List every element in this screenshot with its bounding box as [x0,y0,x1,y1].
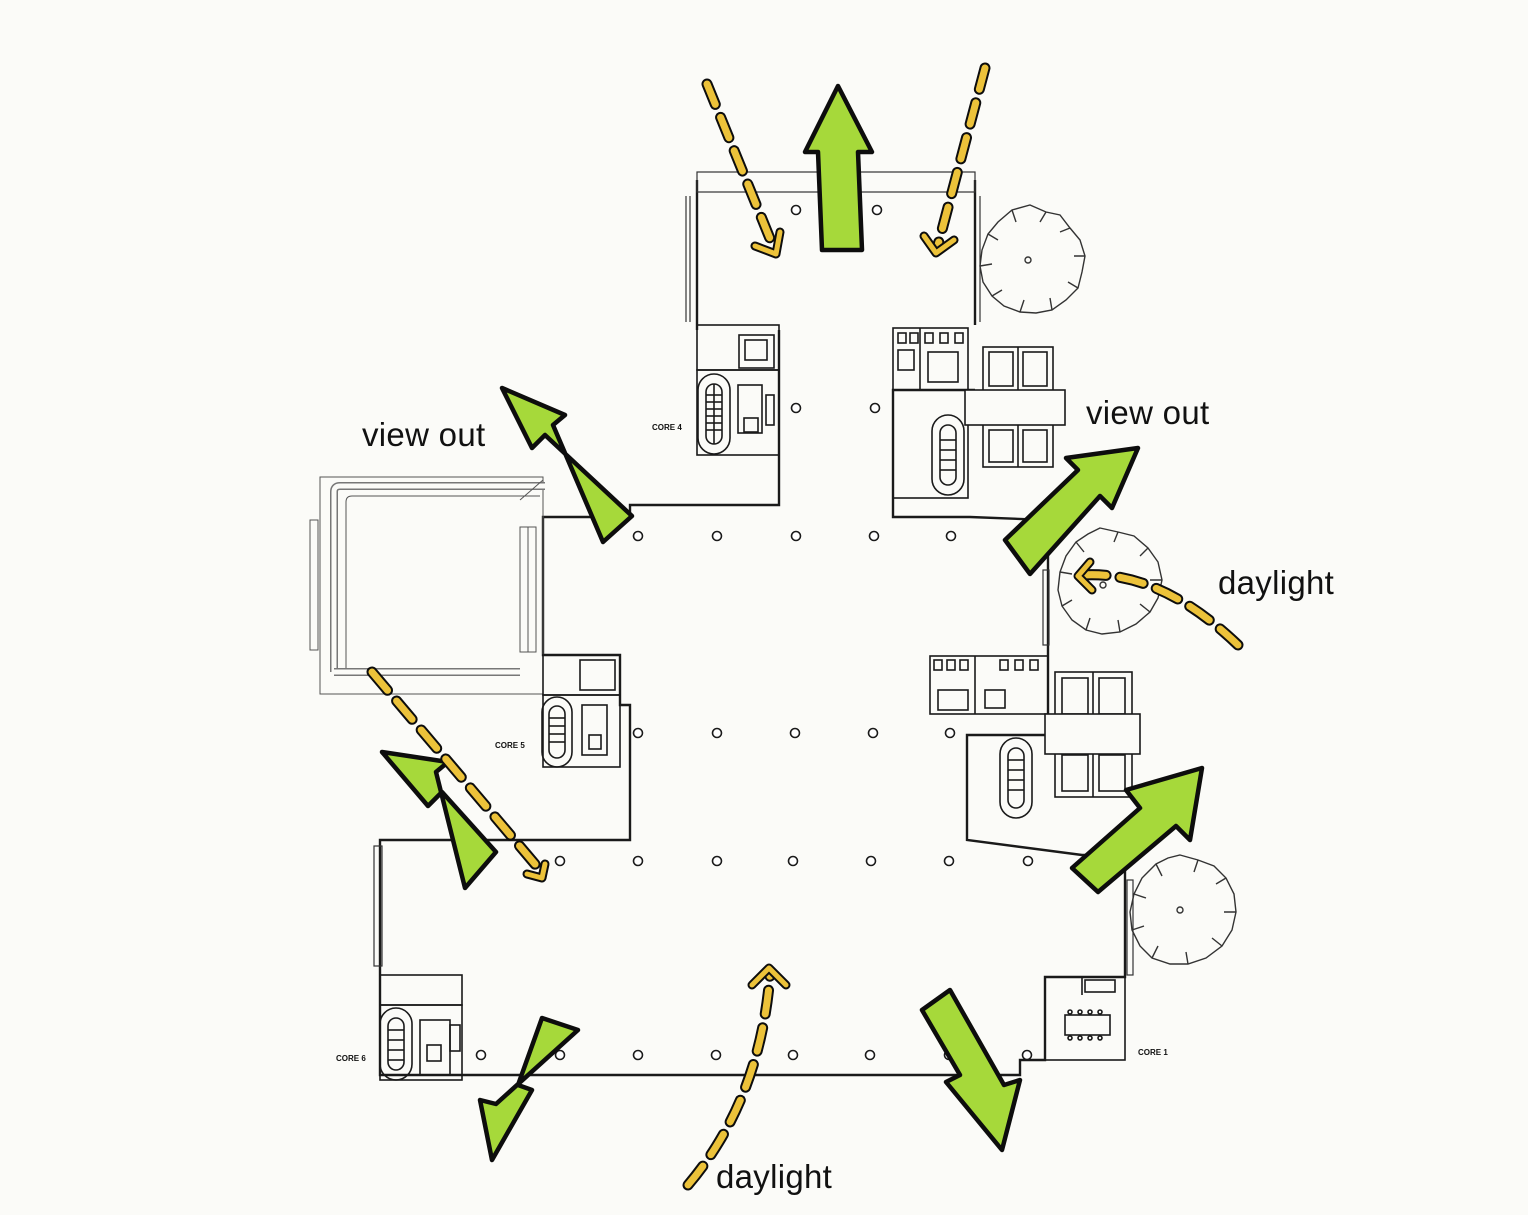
daylight-arrow-south [682,963,791,1191]
core-5-block [541,654,621,768]
core-1-label: CORE 1 [1138,1048,1168,1057]
tree-southeast [1129,854,1237,965]
view-arrow-east [1069,765,1205,895]
view-arrow-west [379,749,499,891]
daylight-label-bottom: daylight [716,1158,833,1195]
core-4-block [696,324,780,456]
structural-columns [475,204,1034,1061]
tree-northeast [979,204,1086,314]
building-outline [378,180,1127,1077]
core-6-block [379,974,463,1081]
daylight-arrow-west [366,666,550,883]
view-arrows [379,83,1205,1163]
view-out-label-left: view out [362,416,486,453]
daylight-arrow-east [1073,557,1244,651]
view-arrow-southeast [919,987,1023,1153]
view-arrow-north [802,83,875,253]
view-arrow-southwest [477,1015,581,1163]
view-out-label-right: view out [1086,394,1210,431]
core-6-label: CORE 6 [336,1054,366,1063]
core-northeast-block [892,327,1066,499]
view-arrow-northeast [1002,445,1141,577]
tree-east [1057,527,1163,635]
daylight-arrow-north-left [701,78,785,259]
southwest-glazing [373,569,1134,976]
daylight-label-right: daylight [1218,564,1335,601]
west-atrium [309,476,545,695]
daylight-arrows [366,62,1244,1191]
view-arrow-northwest [499,385,635,545]
core-4-label: CORE 4 [652,423,682,432]
core-5-label: CORE 5 [495,741,525,750]
core-1-block [1044,976,1126,1061]
core-east-block [929,655,1141,819]
daylight-arrow-north-right [919,62,991,258]
